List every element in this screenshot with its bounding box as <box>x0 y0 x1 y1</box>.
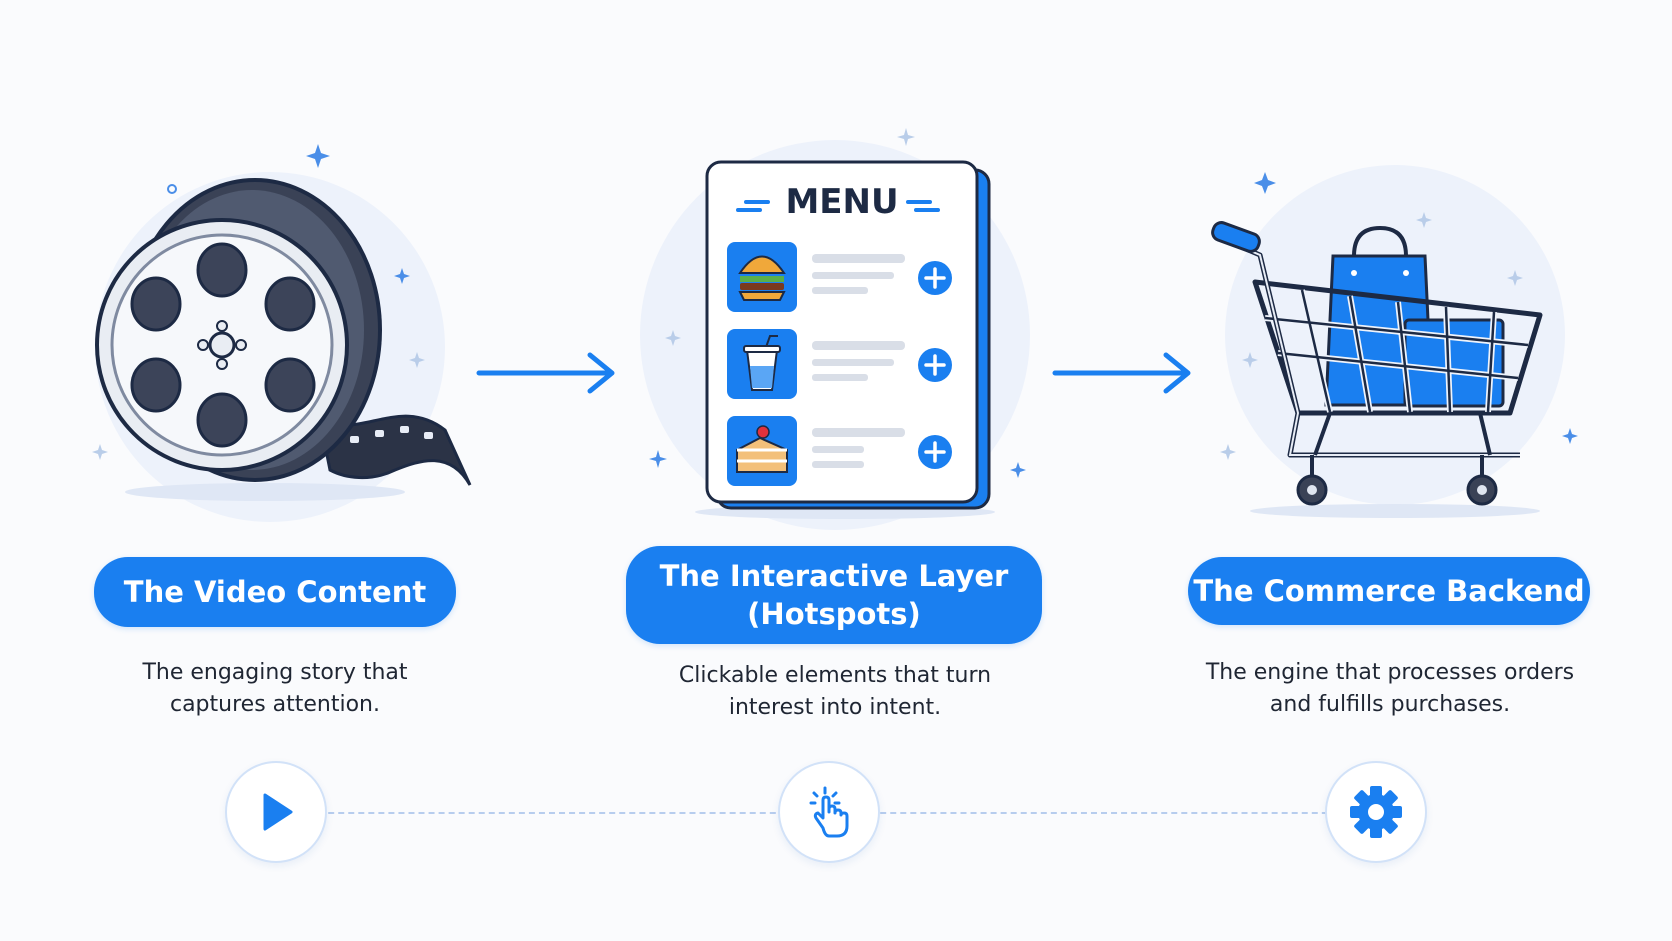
stage-description-interactive-layer: Clickable elements that turn interest in… <box>630 660 1040 724</box>
description-line: Clickable elements that turn <box>678 663 992 688</box>
menu-card-illustration <box>695 160 995 519</box>
add-hotspot-icons <box>918 261 952 469</box>
stage-title-line: (Hotspots) <box>747 597 921 631</box>
gear-icon <box>1350 786 1402 838</box>
stage-description-commerce-backend: The engine that processes orders and ful… <box>1170 657 1610 721</box>
settings-gear-button[interactable] <box>1325 761 1427 863</box>
film-reel-illustration <box>95 178 472 501</box>
sparkles <box>306 144 1578 478</box>
menu-item-cake <box>727 416 797 486</box>
description-line: The engaging story that <box>142 660 408 685</box>
play-button[interactable] <box>225 761 327 863</box>
flow-arrows <box>476 352 1191 394</box>
hotspot-tap-button[interactable] <box>778 761 880 863</box>
stage-title-line: The Interactive Layer <box>659 559 1009 593</box>
menu-item-burger <box>727 242 797 312</box>
menu-item-drink <box>727 329 797 399</box>
stage-title-commerce-backend: The Commerce Backend <box>1188 557 1590 625</box>
stage-title-interactive-layer: The Interactive Layer (Hotspots) <box>626 546 1042 644</box>
play-icon <box>263 793 293 831</box>
stage-description-video-content: The engaging story that captures attenti… <box>90 657 460 721</box>
shopping-cart-illustration <box>1211 221 1543 518</box>
menu-card-heading: MENU <box>785 182 899 222</box>
stage-title-line: The Video Content <box>123 575 427 609</box>
stage-title-line: The Commerce Backend <box>1193 574 1585 608</box>
description-line: captures attention. <box>169 692 380 717</box>
stage-title-video-content: The Video Content <box>94 557 456 627</box>
description-line: The engine that processes orders <box>1205 660 1575 685</box>
description-line: interest into intent. <box>728 695 942 720</box>
tap-hand-icon <box>809 786 849 838</box>
description-line: and fulfills purchases. <box>1269 692 1511 717</box>
faint-sparkles <box>92 128 1523 460</box>
